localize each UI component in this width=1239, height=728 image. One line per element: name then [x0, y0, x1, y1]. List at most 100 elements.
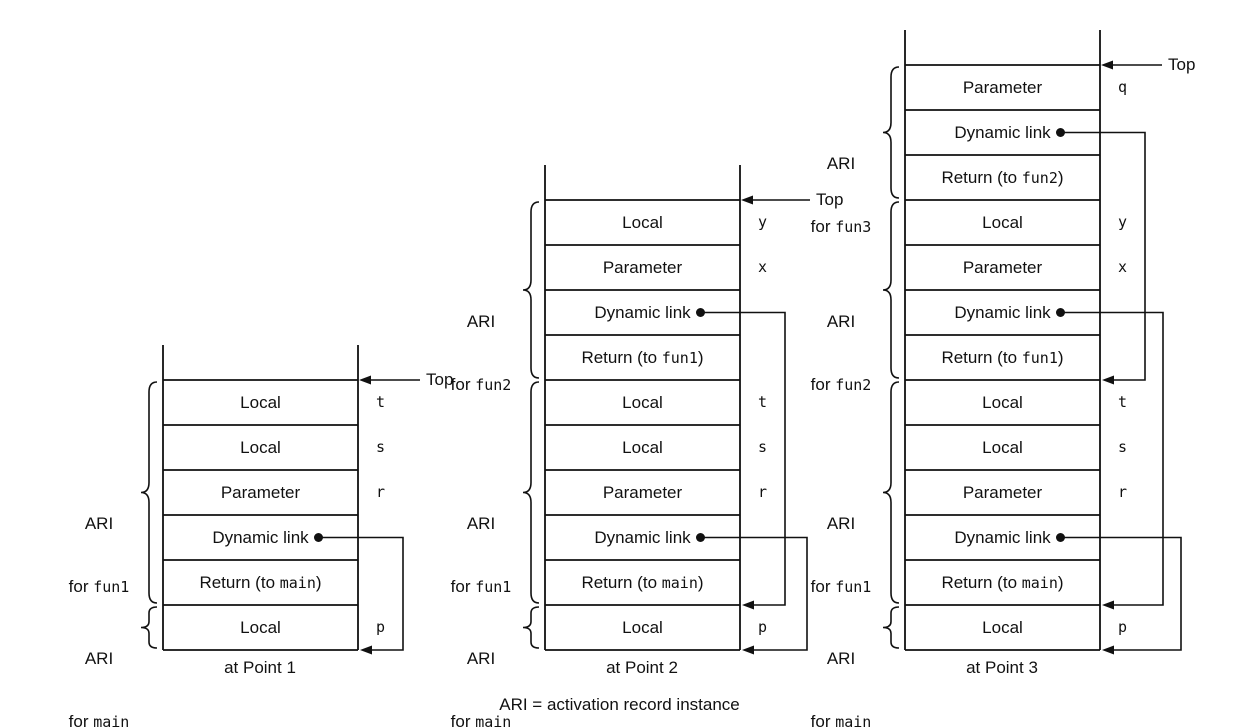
- stack-caption: at Point 3: [966, 658, 1038, 677]
- ari-word: ARI: [84, 514, 114, 533]
- figure-footer: ARI = activation record instance: [499, 695, 740, 714]
- variable-letter: s: [1118, 438, 1128, 456]
- stack3-dynamic-link-arrow-fun2: [1056, 308, 1164, 610]
- stack-cell-local: Local: [240, 618, 281, 637]
- function-name: fun2: [835, 376, 872, 394]
- ari-brace-fun3: [882, 66, 900, 199]
- ari-for-line: for fun1: [421, 576, 541, 598]
- ari-group-label-fun1: ARI for fun1: [421, 471, 541, 640]
- ari-for-line: for fun3: [781, 216, 901, 238]
- cell-text-mono: fun1: [661, 349, 698, 367]
- cell-text: Return (to: [941, 168, 1022, 187]
- ari-word: ARI: [466, 514, 496, 533]
- stack2-ari-braces: [522, 201, 540, 649]
- ari-brace-main: [140, 606, 158, 649]
- function-name: fun1: [835, 578, 872, 596]
- variable-letter: s: [376, 438, 386, 456]
- cell-text-mono: main: [661, 574, 698, 592]
- stack-cell-return: Return (to fun2): [905, 155, 1100, 200]
- stack-cell-dynamic-link: Dynamic link: [954, 123, 1051, 142]
- stack-cell-parameter: Parameter: [602, 258, 683, 277]
- for-word: for: [68, 712, 94, 728]
- stack1-rails: [162, 345, 359, 651]
- variable-letter: p: [758, 618, 768, 636]
- stack3-ari-braces: [882, 66, 900, 649]
- stack-cell-dynamic-link: Dynamic link: [954, 528, 1051, 547]
- ari-for-line: for main: [781, 711, 901, 728]
- ari-word: ARI: [826, 154, 856, 173]
- variable-letter: y: [1118, 213, 1128, 231]
- stack-cell-return: Return (to main): [905, 560, 1100, 605]
- ari-brace-fun1: [882, 381, 900, 604]
- stack-cell-local: Local: [982, 618, 1023, 637]
- cell-text-mono: fun1: [1021, 349, 1058, 367]
- cell-text: ): [697, 573, 704, 592]
- stack-cell-dynamic-link: Dynamic link: [594, 528, 691, 547]
- variable-letter: r: [376, 483, 386, 501]
- function-name: main: [475, 713, 512, 728]
- stack2-dynamic-link-arrow-fun2: [696, 308, 786, 610]
- stack-cell-local: Local: [982, 438, 1023, 457]
- variable-letter: r: [1118, 483, 1128, 501]
- stack-cell-return: Return (to fun1): [905, 335, 1100, 380]
- stack-cell-local: Local: [622, 618, 663, 637]
- stack-cell-dynamic-link: Dynamic link: [594, 303, 691, 322]
- function-name: fun2: [475, 376, 512, 394]
- ari-group-label-fun2: ARI for fun2: [781, 269, 901, 438]
- cell-text: Return (to: [199, 573, 280, 592]
- top-pointer-label: Top: [426, 370, 454, 389]
- ari-for-line: for fun2: [781, 374, 901, 396]
- function-name: fun3: [835, 218, 872, 236]
- ari-word: ARI: [826, 312, 856, 331]
- variable-letter: t: [758, 393, 768, 411]
- ari-group-label-fun1: ARI for fun1: [39, 471, 159, 640]
- stack2-dynamic-link-arrow-fun1: [696, 533, 808, 655]
- stack3-top-arrow: [1101, 60, 1162, 70]
- stack2-rails: [544, 165, 741, 651]
- stack-cell-return: Return (to main): [163, 560, 358, 605]
- ari-brace-fun2: [522, 201, 540, 379]
- stack-cell-return: Return (to fun1): [545, 335, 740, 380]
- cell-text: Return (to: [581, 348, 662, 367]
- ari-group-label-fun2: ARI for fun2: [421, 269, 541, 438]
- cell-text: ): [697, 348, 704, 367]
- ari-word: ARI: [826, 514, 856, 533]
- cell-text-mono: main: [279, 574, 316, 592]
- variable-letter: s: [758, 438, 768, 456]
- variable-letter: p: [376, 618, 386, 636]
- ari-for-line: for main: [421, 711, 541, 728]
- stack-cell-local: Local: [622, 213, 663, 232]
- ari-word: ARI: [826, 649, 856, 668]
- stack-cell-parameter: Parameter: [220, 483, 301, 502]
- ari-for-line: for fun2: [421, 374, 541, 396]
- stack-cell-local: Local: [622, 438, 663, 457]
- stack2-top-arrow: [741, 195, 810, 205]
- ari-brace-main: [522, 606, 540, 649]
- stack3-rails: [904, 30, 1101, 651]
- ari-group-label-main: ARI for main: [421, 606, 541, 728]
- cell-text-mono: main: [1021, 574, 1058, 592]
- ari-group-label-fun1: ARI for fun1: [781, 471, 901, 640]
- stack-cell-local: Local: [240, 438, 281, 457]
- cell-text-mono: fun2: [1021, 169, 1058, 187]
- for-word: for: [810, 712, 836, 728]
- stack-cell-local: Local: [982, 213, 1023, 232]
- ari-word: ARI: [84, 649, 114, 668]
- for-word: for: [68, 577, 94, 596]
- stack-cell-parameter: Parameter: [602, 483, 683, 502]
- stack-cell-local: Local: [982, 393, 1023, 412]
- ari-for-line: for fun1: [39, 576, 159, 598]
- ari-group-label-main: ARI for main: [781, 606, 901, 728]
- ari-for-line: for fun1: [781, 576, 901, 598]
- stack-cell-dynamic-link: Dynamic link: [212, 528, 309, 547]
- ari-brace-main: [882, 606, 900, 649]
- variable-letter: r: [758, 483, 768, 501]
- variable-letter: x: [758, 258, 768, 276]
- top-pointer-label: Top: [816, 190, 844, 209]
- variable-letter: t: [376, 393, 386, 411]
- variable-letter: t: [1118, 393, 1128, 411]
- variable-letter: p: [1118, 618, 1128, 636]
- stack-cell-parameter: Parameter: [962, 78, 1043, 97]
- stack-cell-local: Local: [622, 393, 663, 412]
